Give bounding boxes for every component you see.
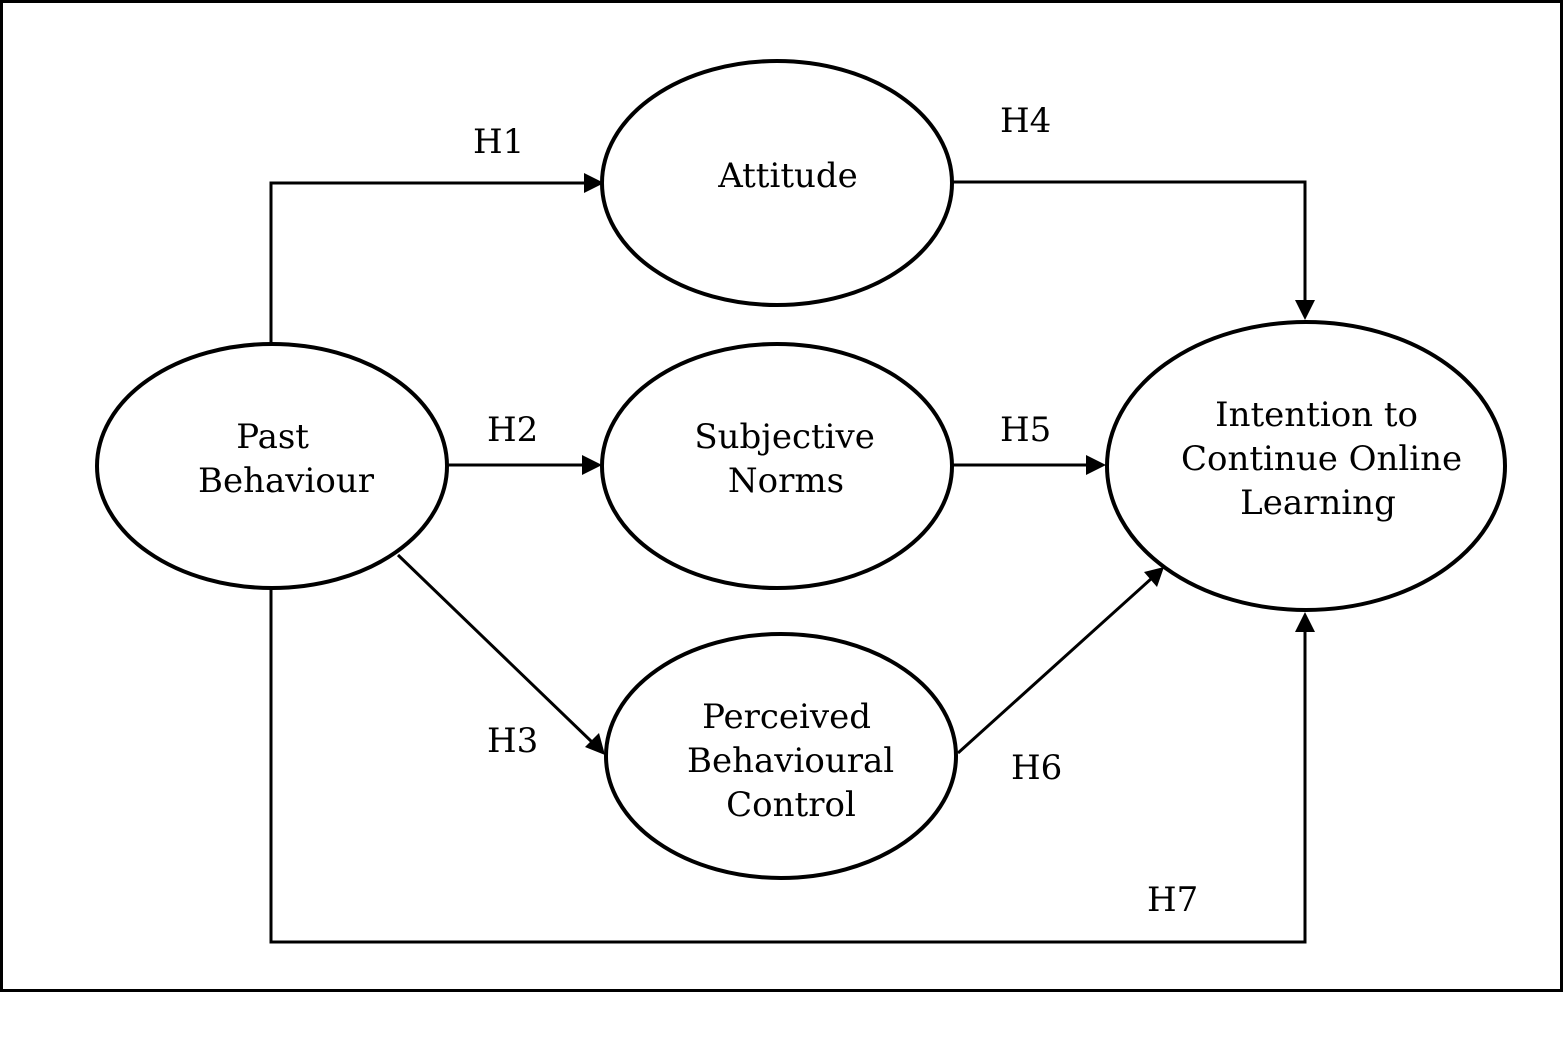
edge-label-h7: H7	[1147, 880, 1198, 920]
edge-label-h4: H4	[1000, 101, 1051, 141]
node-past-behaviour-line-2: Behaviour	[198, 461, 375, 501]
node-intention-label: Intention to Continue Online Learning	[1181, 395, 1473, 523]
node-attitude: Attitude	[600, 59, 954, 307]
edge-h3-line	[396, 553, 595, 745]
node-pbc-line-3: Control	[726, 785, 856, 825]
edge-label-h6: H6	[1011, 748, 1062, 788]
node-subjective-norms: Subjective Norms	[600, 342, 954, 590]
edge-label-h5: H5	[1000, 410, 1051, 450]
node-pbc-line-2: Behavioural	[687, 741, 894, 781]
edge-h1-line	[269, 181, 588, 343]
edge-label-h2: H2	[487, 410, 538, 450]
edge-h2-arrowhead	[582, 455, 602, 475]
node-past-behaviour: Past Behaviour	[95, 342, 449, 590]
edge-label-h3: H3	[487, 721, 538, 761]
edge-label-h1: H1	[473, 122, 524, 162]
node-intention: Intention to Continue Online Learning	[1105, 320, 1507, 612]
node-intention-line-3: Learning	[1240, 483, 1396, 523]
node-past-behaviour-line-1: Past	[236, 417, 309, 457]
node-attitude-ellipse	[600, 59, 954, 307]
node-past-behaviour-label: Past Behaviour	[198, 417, 375, 501]
edge-h6-line	[956, 576, 1154, 755]
edge-h1-arrowhead	[584, 173, 604, 193]
edge-h3-arrowhead	[585, 733, 605, 755]
node-intention-line-1: Intention to	[1215, 395, 1418, 435]
node-attitude-line-1: Attitude	[717, 156, 858, 196]
edge-h4-line	[953, 180, 1307, 304]
diagram-frame	[0, 0, 1563, 992]
node-pbc-label: Perceived Behavioural Control	[687, 697, 905, 825]
node-intention-ellipse	[1105, 320, 1507, 612]
edge-h7-line	[269, 589, 1307, 944]
node-pbc-line-1: Perceived	[702, 697, 871, 737]
node-intention-line-2: Continue Online	[1181, 439, 1462, 479]
node-subjective-norms-label: Subjective Norms	[694, 417, 885, 501]
node-subjective-norms-line-1: Subjective	[694, 417, 875, 457]
edge-h5-arrowhead	[1086, 455, 1106, 475]
node-subjective-norms-line-2: Norms	[728, 461, 844, 501]
node-pbc-ellipse	[604, 632, 958, 880]
node-past-behaviour-ellipse	[95, 342, 449, 590]
node-subjective-norms-ellipse	[600, 342, 954, 590]
node-perceived-behavioural-control: Perceived Behavioural Control	[604, 632, 958, 880]
node-attitude-label: Attitude	[717, 156, 858, 196]
edge-h4-arrowhead	[1295, 300, 1315, 320]
edge-h6-arrowhead	[1144, 567, 1164, 587]
edge-h7-arrowhead	[1295, 612, 1315, 632]
